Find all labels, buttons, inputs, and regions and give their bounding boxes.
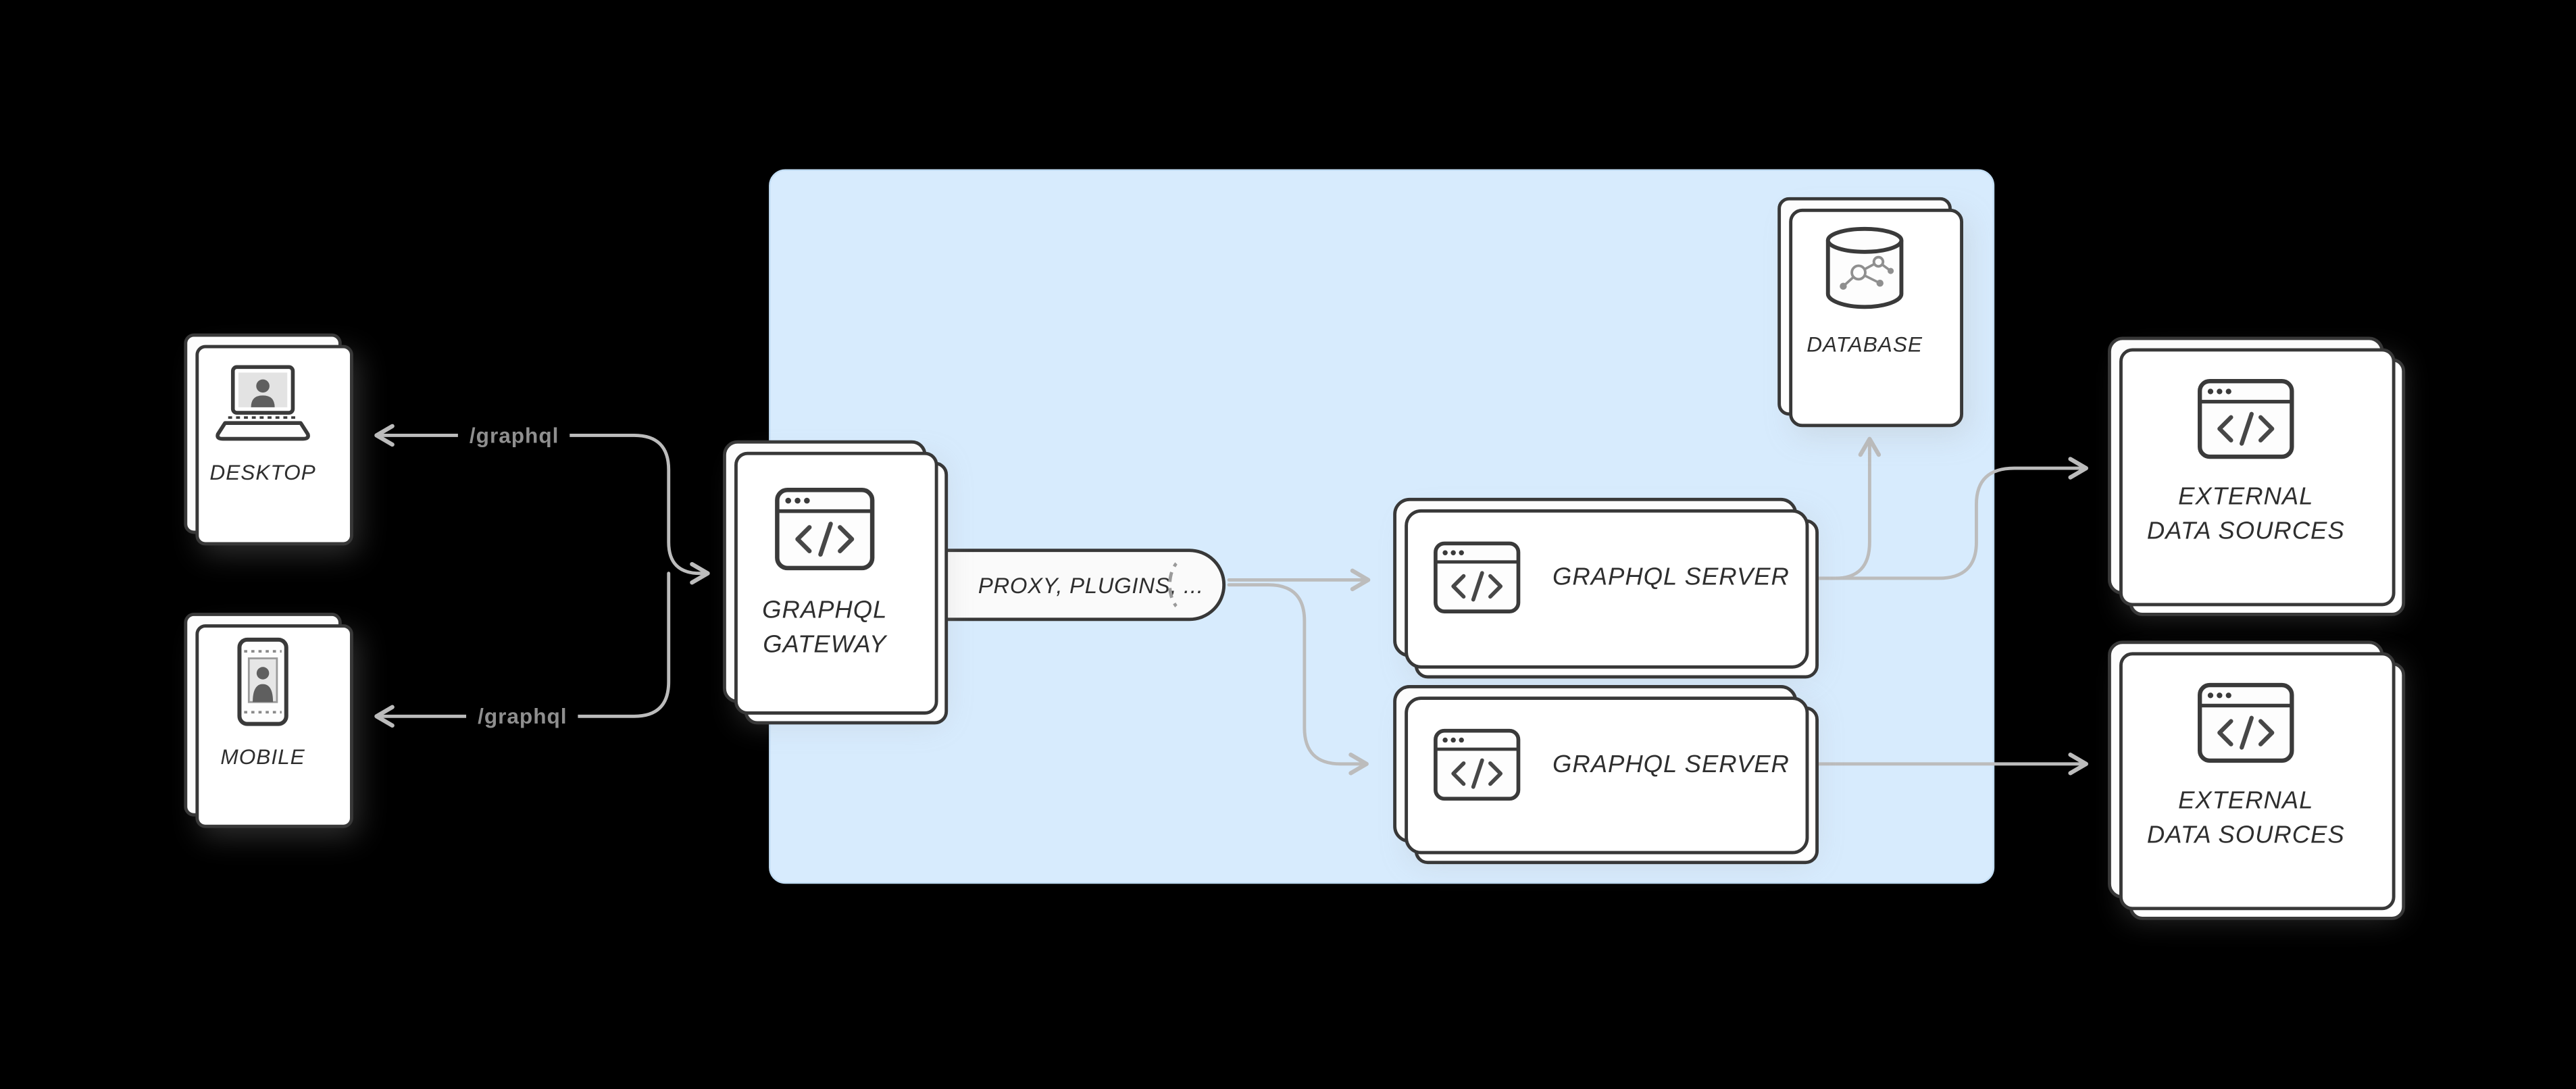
cylinder-cap-dash [1168, 555, 1207, 615]
edge-gateway-to-desktop [374, 424, 710, 585]
mobile-label: MOBILE [220, 744, 305, 769]
edge-gateway-to-mobile [374, 572, 671, 728]
database-card: DATABASE [1777, 197, 1952, 416]
server-bottom-label: GRAPHQL SERVER [1552, 750, 1790, 778]
external-top-label: EXTERNAL DATA SOURCES [2146, 482, 2345, 546]
desktop-label: DESKTOP [209, 459, 316, 485]
proxy-label: PROXY, PLUGINS, ... [978, 572, 1204, 597]
code-window-icon [2196, 682, 2295, 764]
edge-label-desktop-graphql: /graphql [457, 421, 571, 450]
edge-server-top-to-external-top [1802, 457, 2089, 580]
code-window-icon [774, 486, 876, 572]
desktop-client-card: DESKTOP [184, 333, 342, 534]
proxy-plugins-pipeline: PROXY, PLUGINS, ... [930, 549, 1226, 622]
code-window-icon [1433, 727, 1521, 801]
mobile-user-icon [232, 636, 294, 728]
external-bottom-label: EXTERNAL DATA SOURCES [2146, 786, 2345, 850]
edge-proxy-to-server-bottom [1227, 583, 1369, 776]
code-window-icon [1433, 540, 1521, 614]
database-label: DATABASE [1807, 332, 1923, 357]
external-data-sources-top-card: EXTERNAL DATA SOURCES [2107, 336, 2384, 595]
edge-label-mobile-graphql: /graphql [466, 702, 579, 730]
database-icon [1815, 225, 1914, 313]
graphql-gateway-card: GRAPHQL GATEWAY [722, 440, 927, 703]
gateway-label: GRAPHQL GATEWAY [762, 596, 888, 659]
mobile-client-card: MOBILE [184, 613, 342, 817]
laptop-user-icon [212, 365, 314, 444]
graphql-server-bottom-card: GRAPHQL SERVER [1393, 685, 1798, 843]
external-data-sources-bottom-card: EXTERNAL DATA SOURCES [2107, 640, 2384, 899]
graphql-server-top-card: GRAPHQL SERVER [1393, 497, 1798, 657]
server-top-label: GRAPHQL SERVER [1552, 563, 1790, 592]
code-window-icon [2196, 378, 2295, 460]
